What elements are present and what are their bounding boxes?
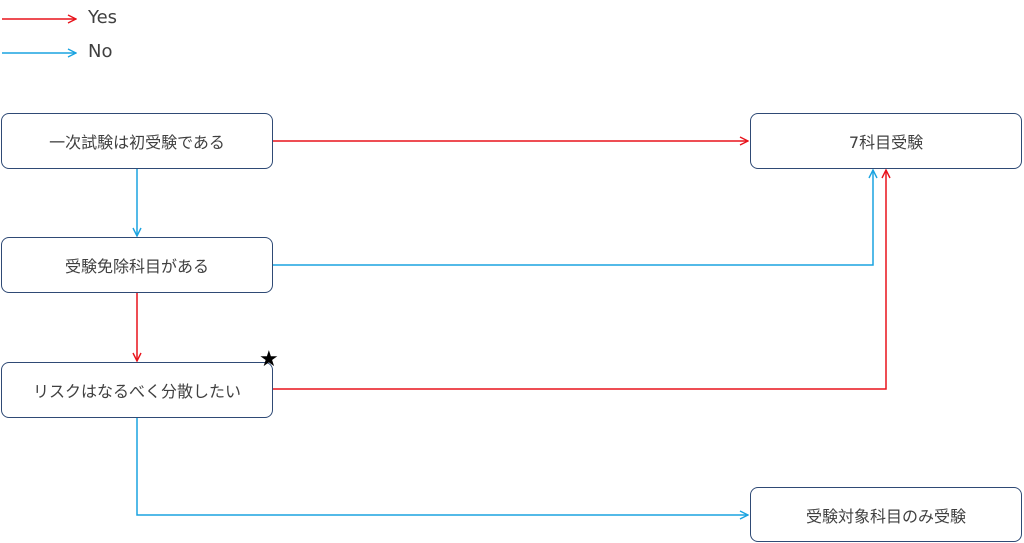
node-seven-subjects-label: 7科目受験 (848, 133, 924, 152)
node-risk-label: リスクはなるべく分散したい (32, 382, 241, 401)
node-exemption: 受験免除科目がある (1, 237, 273, 293)
arrow-risk-to-seven-subjects (273, 170, 886, 390)
star-icon: ★ (259, 347, 279, 372)
node-first-exam: 一次試験は初受験である (1, 113, 273, 169)
node-exemption-label: 受験免除科目がある (64, 257, 209, 276)
legend-no-label: No (88, 41, 113, 62)
legend-yes-label: Yes (88, 7, 118, 28)
node-target-only: 受験対象科目のみ受験 (750, 487, 1022, 542)
node-risk: リスクはなるべく分散したい (1, 362, 273, 418)
node-target-only-label: 受験対象科目のみ受験 (805, 506, 966, 526)
node-first-exam-label: 一次試験は初受験である (49, 133, 225, 152)
arrow-risk-to-target-only (136, 418, 748, 515)
node-seven-subjects: 7科目受験 (750, 113, 1022, 169)
arrow-exemption-to-seven-subjects (273, 170, 873, 266)
